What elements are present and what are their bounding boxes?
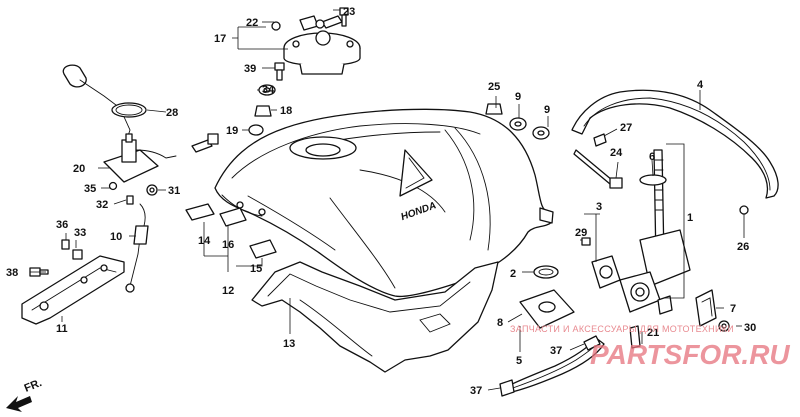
callout-5: 5 — [516, 355, 522, 367]
callout-37a: 37 — [550, 345, 562, 357]
callout-30: 30 — [744, 322, 756, 334]
callout-3: 3 — [596, 201, 602, 213]
petcock-screw-29 — [581, 237, 591, 246]
front-direction-arrow: FR. — [6, 377, 44, 412]
fuel-sensor-unit — [62, 64, 177, 183]
sensor-o-ring — [111, 102, 147, 118]
tube-clip-26 — [739, 205, 749, 215]
cushion-9b — [532, 126, 550, 140]
callout-18: 18 — [280, 105, 292, 117]
callout-16: 16 — [222, 239, 234, 251]
callout-23: 23 — [343, 6, 355, 18]
petcock-flange-8 — [519, 289, 575, 329]
collar-36 — [61, 239, 70, 250]
grommet-25 — [485, 103, 503, 115]
watermark: ЗАПЧАСТИ И АКСЕССУАРЫ ДЛЯ МОТОТЕХНИКИ PA… — [510, 324, 790, 370]
callout-2: 2 — [510, 268, 516, 280]
callout-9b: 9 — [544, 104, 550, 116]
petcock-o-ring — [639, 174, 667, 186]
watermark-logo: PARTSFOR.RU — [590, 339, 790, 370]
callout-8: 8 — [497, 317, 503, 329]
callout-6: 6 — [649, 151, 655, 163]
watermark-caption: ЗАПЧАСТИ И АКСЕССУАРЫ ДЛЯ МОТОТЕХНИКИ — [510, 324, 734, 334]
callout-numbers: 1 2 3 4 5 6 7 8 9 9 10 11 12 13 14 15 16… — [6, 6, 756, 397]
fuel-petcock — [619, 149, 691, 315]
rubber-pad-14 — [185, 203, 215, 221]
petcock-knob-7 — [695, 289, 717, 327]
sensor-nut-35 — [108, 181, 118, 191]
callout-14: 14 — [198, 235, 211, 247]
rubber-pad-15 — [249, 239, 277, 259]
callout-19: 19 — [226, 125, 238, 137]
cap-screw — [271, 21, 281, 31]
callout-28: 28 — [166, 107, 178, 119]
callout-39: 39 — [244, 63, 256, 75]
sensor-bolt-31 — [146, 184, 158, 196]
fuel-tank: HONDA — [214, 108, 554, 298]
callout-21: 21 — [647, 327, 659, 339]
hose-clip-19 — [191, 133, 219, 153]
callout-33: 33 — [74, 227, 86, 239]
callout-12: 12 — [222, 285, 234, 297]
callout-13: 13 — [283, 338, 295, 350]
cushion-18 — [254, 105, 272, 117]
callout-7: 7 — [730, 303, 736, 315]
cap-bolt-39 — [274, 62, 285, 81]
tube-clip-27 — [593, 133, 607, 147]
collar-33 — [72, 249, 83, 260]
callout-4: 4 — [697, 79, 704, 91]
cushion-9a — [509, 117, 527, 131]
callout-9a: 9 — [515, 91, 521, 103]
callout-15: 15 — [250, 263, 262, 275]
cap-key — [315, 15, 343, 29]
callout-35: 35 — [84, 183, 96, 195]
callout-29: 29 — [575, 227, 587, 239]
callout-37b: 37 — [470, 385, 482, 397]
callout-26: 26 — [737, 241, 749, 253]
leader-lines — [30, 9, 745, 391]
tube-clip-21 — [629, 325, 641, 349]
petcock-bolt-24 — [573, 149, 623, 189]
front-direction-label: FR. — [23, 377, 44, 395]
overflow-tube — [571, 89, 779, 199]
tank-bracket — [21, 255, 125, 325]
callout-1: 1 — [687, 212, 693, 224]
callout-11: 11 — [56, 323, 68, 335]
callout-20: 20 — [73, 163, 85, 175]
callout-36: 36 — [56, 219, 68, 231]
callout-25: 25 — [488, 81, 500, 93]
tank-under-cover — [251, 261, 499, 373]
callout-38: 38 — [6, 267, 18, 279]
callout-27: 27 — [620, 122, 632, 134]
callout-34: 34 — [262, 84, 275, 96]
callout-10: 10 — [110, 231, 122, 243]
callout-24: 24 — [610, 147, 623, 159]
fuel-filler-cap — [283, 15, 361, 75]
callout-22: 22 — [246, 17, 258, 29]
petcock-gasket-3 — [591, 255, 621, 289]
sensor-bolt-32 — [126, 195, 134, 205]
callout-32: 32 — [96, 199, 108, 211]
tube-clip-37a — [583, 335, 601, 351]
collar-19 — [248, 124, 264, 136]
cushion-34 — [258, 84, 276, 96]
callout-17: 17 — [214, 33, 226, 45]
petcock-packing-2 — [533, 265, 559, 279]
cap-bolt — [339, 7, 349, 27]
rubber-pad-16 — [219, 207, 247, 227]
tube-clip-37b — [499, 379, 515, 397]
knob-screw-30 — [718, 320, 730, 332]
callout-31: 31 — [168, 185, 180, 197]
breather-tube — [125, 203, 149, 293]
